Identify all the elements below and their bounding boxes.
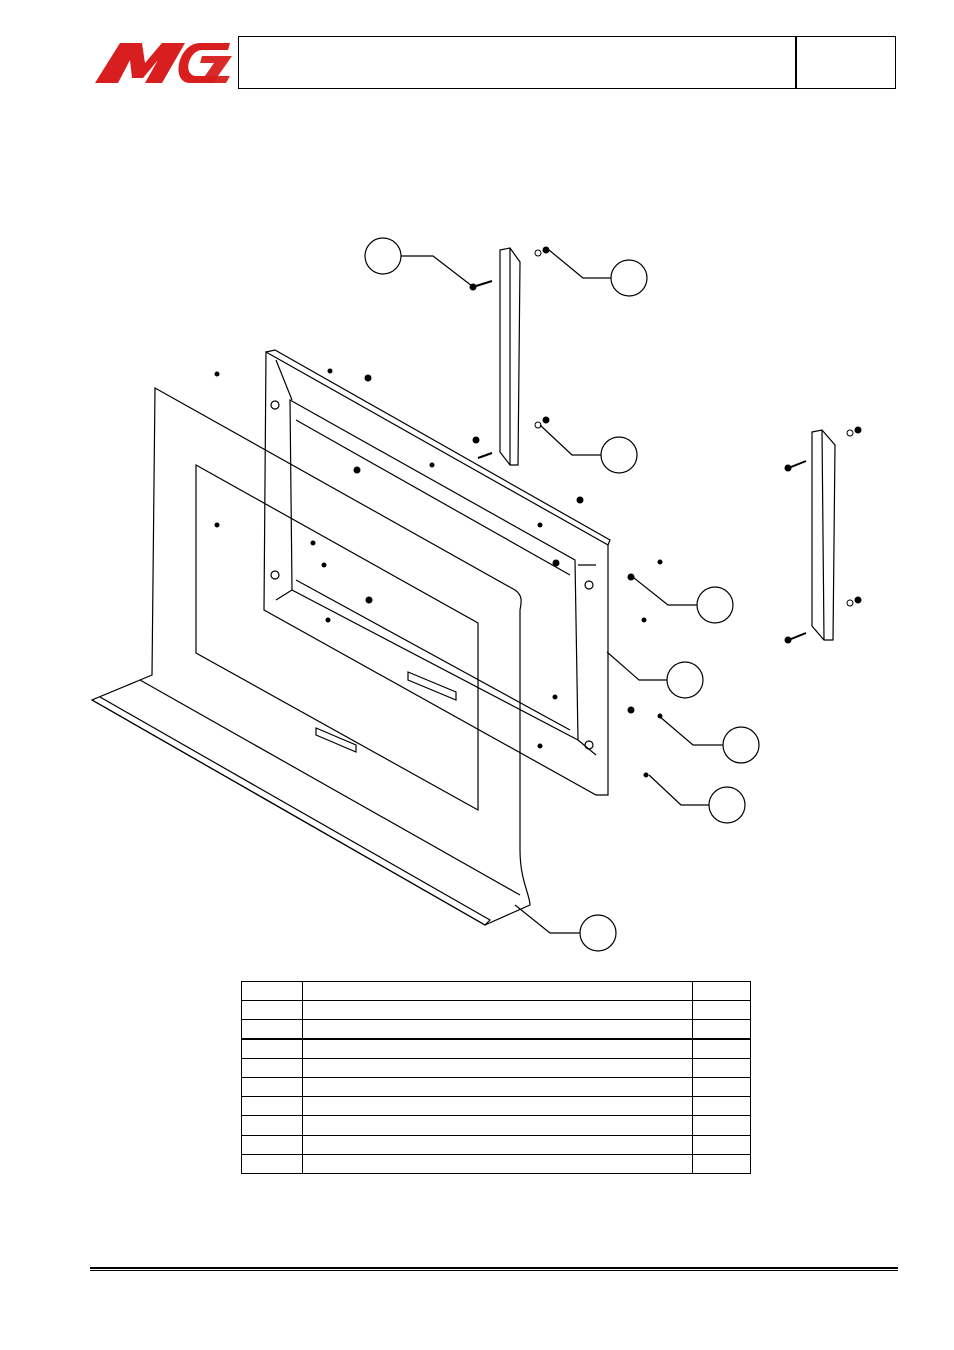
table-cell xyxy=(302,1134,693,1155)
table-row xyxy=(241,1019,751,1041)
callout-circle xyxy=(364,237,402,275)
table-cell xyxy=(241,1096,303,1117)
callout-circle xyxy=(600,436,638,474)
table-cell xyxy=(241,1134,303,1155)
table-cell xyxy=(692,1038,751,1059)
exploded-view-drawing xyxy=(90,237,862,952)
rear-frame xyxy=(263,349,611,796)
table-cell xyxy=(302,1019,693,1041)
table-cell xyxy=(241,1115,303,1136)
table-cell xyxy=(241,1019,303,1041)
table-row xyxy=(241,980,751,1002)
callout-circle xyxy=(696,586,734,624)
table-row xyxy=(241,1000,751,1021)
table-cell xyxy=(302,1057,693,1078)
table-cell xyxy=(241,1076,303,1098)
table-cell xyxy=(302,980,693,1002)
table-row xyxy=(241,1134,751,1155)
mcz-logo xyxy=(95,43,232,83)
callout-circle xyxy=(708,786,746,824)
table-cell xyxy=(692,1057,751,1078)
parts-table xyxy=(241,980,751,1174)
table-cell xyxy=(692,1000,751,1021)
table-row xyxy=(241,1057,751,1078)
callout-circle xyxy=(722,726,760,764)
footer-rule xyxy=(90,1267,898,1271)
table-cell xyxy=(241,980,303,1002)
callout-circle xyxy=(610,259,648,297)
table-row xyxy=(241,1153,751,1174)
header-divider xyxy=(795,37,797,88)
table-cell xyxy=(302,1076,693,1098)
table-cell xyxy=(241,1153,303,1174)
table-cell xyxy=(241,1000,303,1021)
table-cell xyxy=(302,1115,693,1136)
table-cell xyxy=(241,1057,303,1078)
table-cell xyxy=(302,1153,693,1174)
table-row xyxy=(241,1076,751,1098)
table-cell xyxy=(302,1000,693,1021)
callout-circle xyxy=(666,661,704,699)
table-cell xyxy=(692,1076,751,1098)
table-cell xyxy=(302,1096,693,1117)
table-cell xyxy=(692,1153,751,1174)
table-row xyxy=(241,1038,751,1059)
table-cell xyxy=(241,1038,303,1059)
table-cell xyxy=(692,1115,751,1136)
table-row xyxy=(241,1115,751,1136)
header-title-box xyxy=(238,36,896,89)
callout-circle xyxy=(579,914,617,952)
front-frame xyxy=(90,386,531,926)
bracket-right xyxy=(811,429,836,641)
table-row xyxy=(241,1096,751,1117)
table-cell xyxy=(302,1038,693,1059)
table-cell xyxy=(692,1134,751,1155)
bracket-left xyxy=(499,247,521,466)
table-cell xyxy=(692,1019,751,1041)
table-cell xyxy=(692,1096,751,1117)
table-cell xyxy=(692,980,751,1002)
